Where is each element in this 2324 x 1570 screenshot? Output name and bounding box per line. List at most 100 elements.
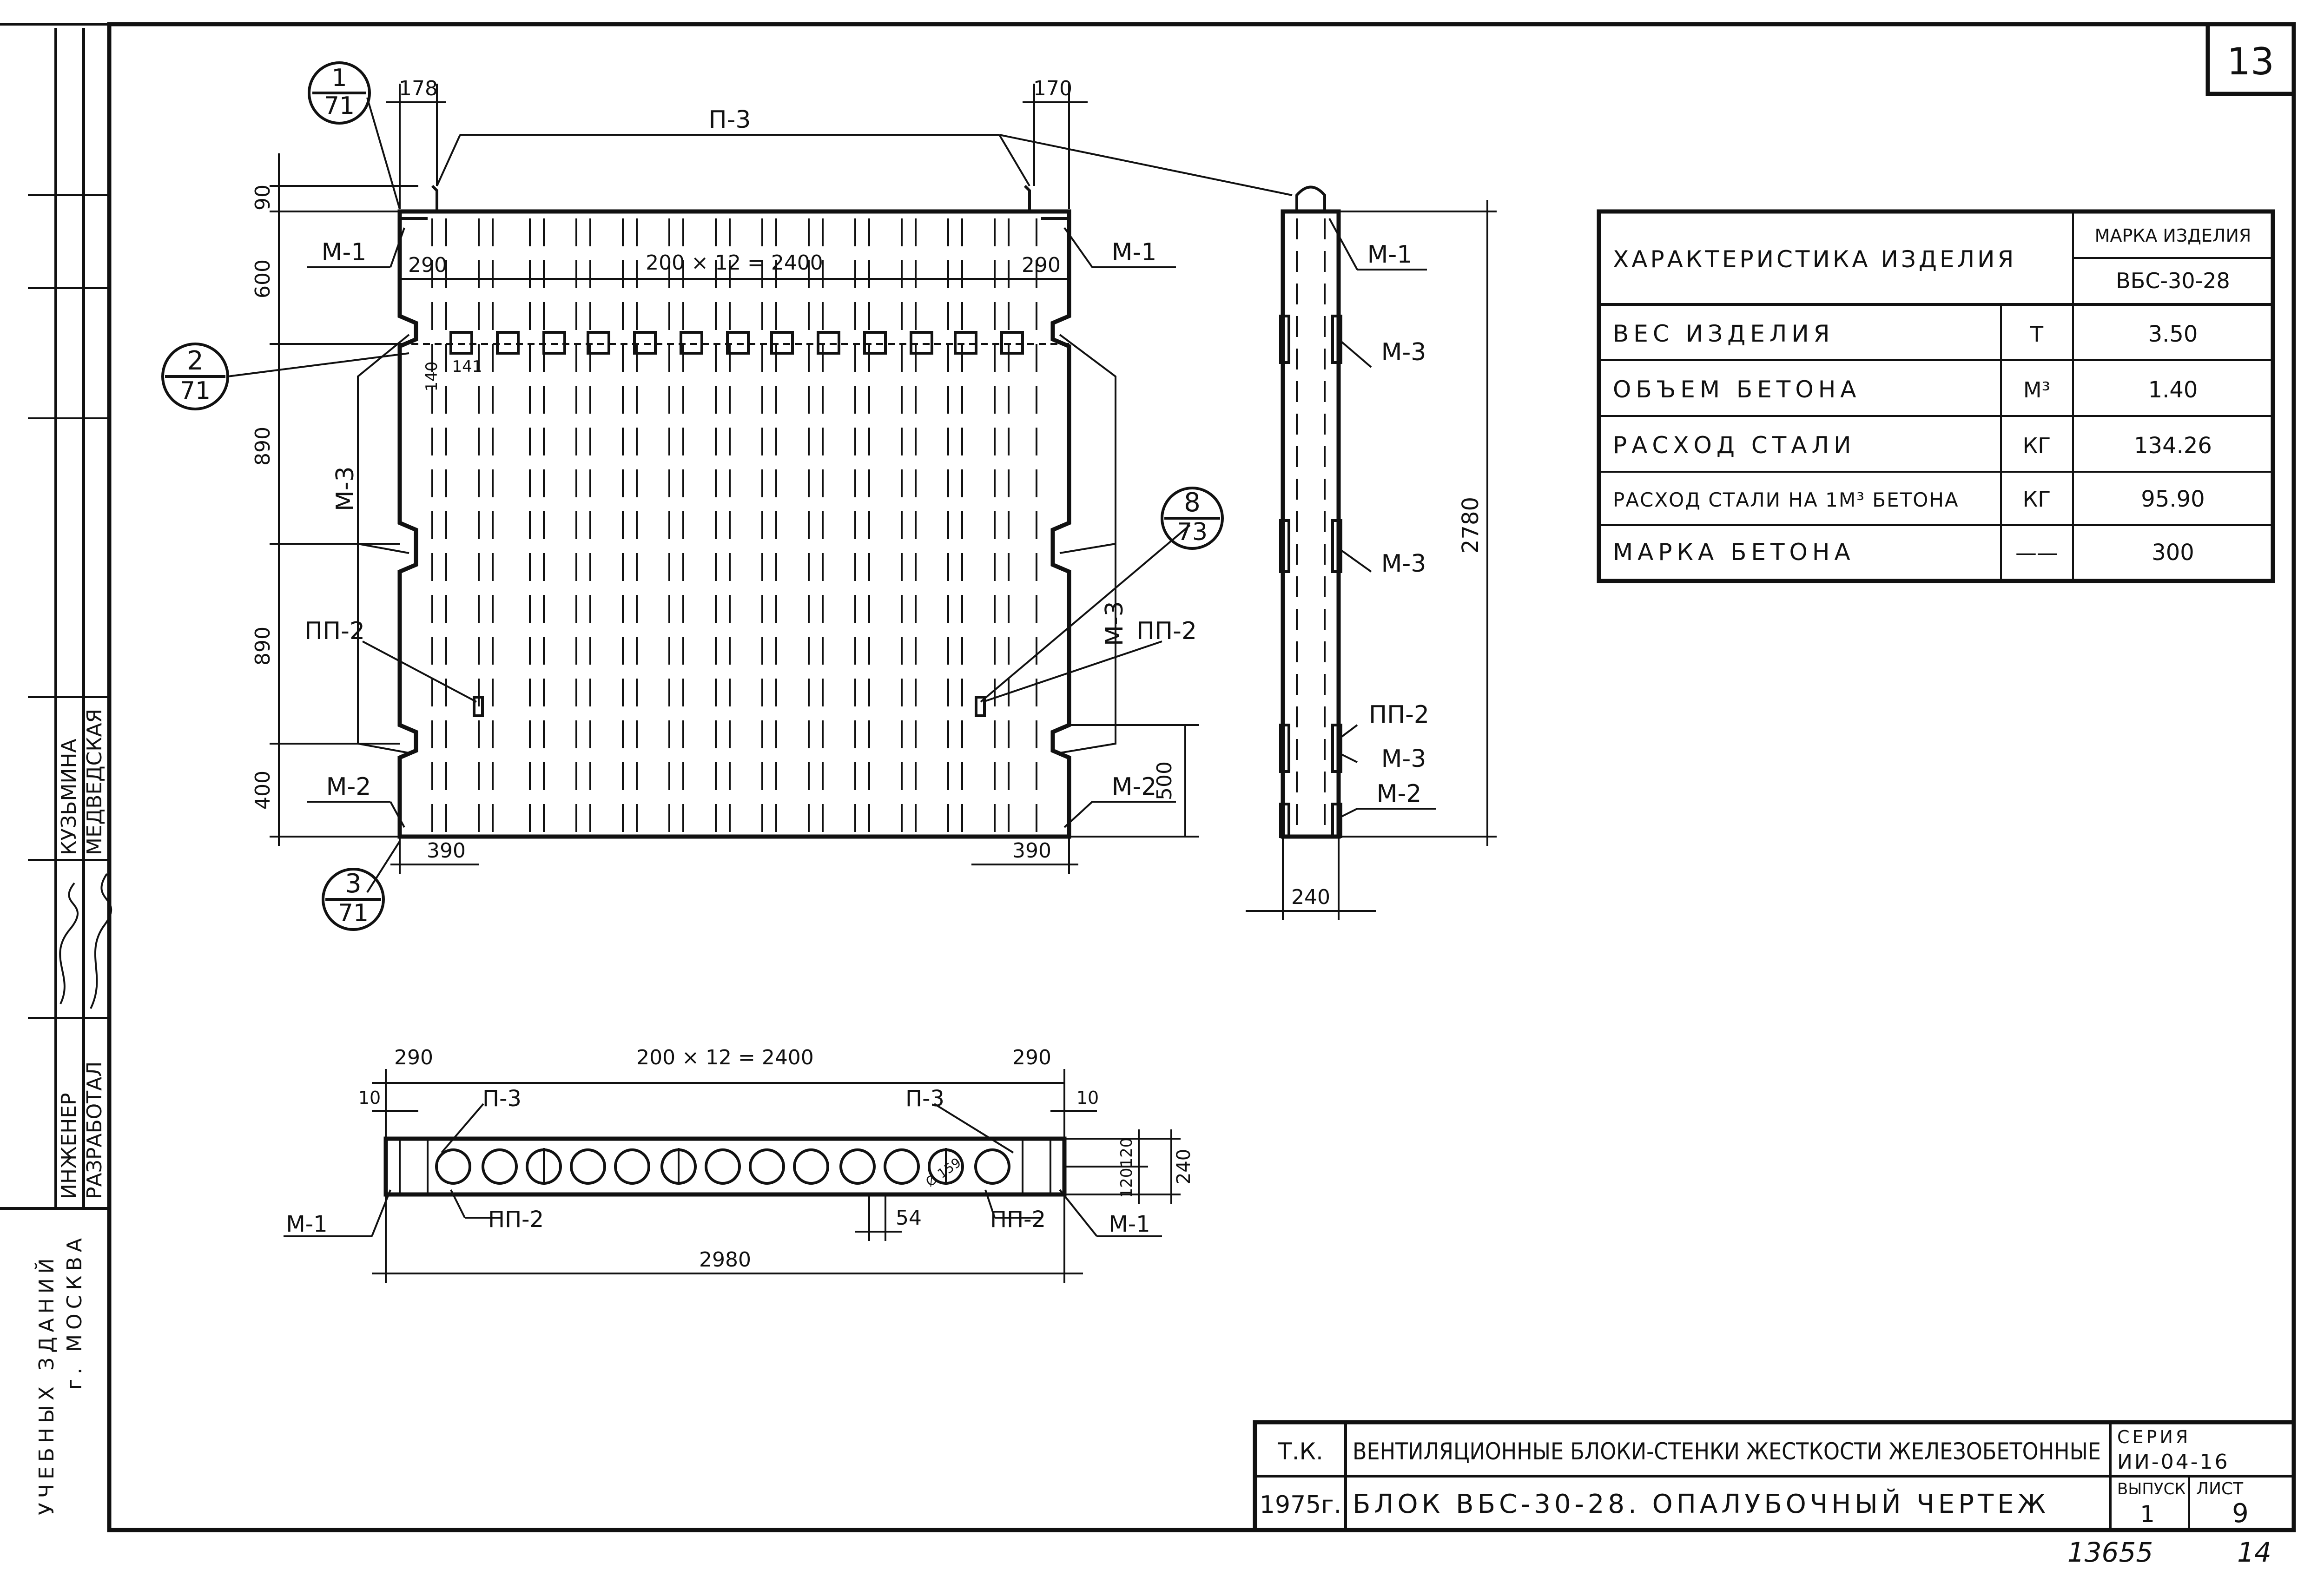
spec-row-value: 134.26	[2134, 433, 2212, 459]
plan-view: П-3 П-3 М-1 М-1 ПП-2 ПП-2 Ø 159 290 200 …	[284, 1046, 1195, 1283]
title-tk: Т.К.	[1277, 1438, 1323, 1465]
spec-row-name: МАРКА БЕТОНА	[1613, 539, 1855, 566]
dim-890a: 890	[251, 427, 275, 466]
label-m1-left: М-1	[322, 238, 367, 266]
dashed-reinforcement	[431, 218, 1037, 832]
spec-header: ХАРАКТЕРИСТИКА ИЗДЕЛИЯ	[1613, 246, 2016, 273]
pp2-plate-right	[975, 696, 986, 717]
plan-dim-120-top: 120	[1117, 1138, 1136, 1168]
plan-label-m1-right: М-1	[1109, 1211, 1150, 1237]
spec-row-unit: КГ	[2023, 487, 2051, 512]
square-openings	[400, 331, 1069, 355]
plan-label-p3-right: П-3	[905, 1086, 944, 1112]
dim-390-left: 390	[427, 839, 466, 863]
plan-label-pp2-right: ПП-2	[990, 1207, 1046, 1233]
lifting-loop-left	[431, 185, 438, 211]
svg-text:71: 71	[324, 92, 355, 120]
spec-row-value: 95.90	[2141, 486, 2205, 512]
plan-dim-120-bottom: 120	[1117, 1168, 1136, 1198]
signature-2	[90, 873, 112, 1009]
label-m1-right: М-1	[1112, 238, 1157, 266]
side-loop	[1295, 185, 1326, 211]
archive-number: 13655	[2067, 1537, 2153, 1568]
spec-row-unit: Т	[2030, 322, 2044, 347]
side-view: М-1 М-3 М-3 ПП-2 М-3 М-2 2780 240	[1246, 185, 1497, 920]
spec-table: ХАРАКТЕРИСТИКА ИЗДЕЛИЯ МАРКА ИЗДЕЛИЯ ВБС…	[1597, 209, 2275, 583]
title-line1: ВЕНТИЛЯЦИОННЫЕ БЛОКИ-СТЕНКИ ЖЕСТКОСТИ ЖЕ…	[1353, 1438, 2101, 1465]
archive-page: 14	[2237, 1537, 2271, 1568]
series-label: СЕРИЯ	[2117, 1427, 2191, 1447]
sheet-frame	[0, 22, 2296, 1532]
svg-text:1: 1	[331, 64, 347, 92]
plan-dim-240: 240	[1173, 1149, 1195, 1184]
title-line2: БЛОК ВБС-30-28. ОПАЛУБОЧНЫЙ ЧЕРТЕЖ	[1353, 1489, 2049, 1519]
label-m2-left: М-2	[326, 773, 371, 801]
callout-8-73: 8 73	[1161, 487, 1224, 550]
svg-text:71: 71	[180, 377, 211, 405]
lifting-loop-right	[1023, 185, 1031, 211]
dim-pitch: 200 × 12 = 2400	[646, 251, 823, 275]
svg-text:8: 8	[1184, 488, 1201, 518]
spec-row-unit: ——	[2015, 540, 2058, 565]
spec-row-unit: КГ	[2023, 433, 2051, 458]
dim-170: 170	[1033, 77, 1072, 100]
plan-dim-10-left: 10	[358, 1088, 381, 1108]
plan-label-m1-left: М-1	[286, 1211, 327, 1237]
plan-dim-total: 2980	[699, 1248, 751, 1272]
svg-text:3: 3	[345, 869, 362, 899]
plan-label-p3-left: П-3	[482, 1086, 522, 1112]
plan-label-pp2-left: ПП-2	[488, 1207, 544, 1233]
org-text: УЧЕБНЫХ ЗДАНИЙ	[34, 1253, 59, 1515]
side-label-m3b: М-3	[1381, 550, 1426, 578]
dim-500: 500	[1153, 761, 1176, 800]
role-engineer: ИНЖЕНЕР	[57, 1093, 81, 1199]
dim-290-right: 290	[1022, 253, 1061, 277]
dim-90: 90	[251, 185, 275, 211]
front-leaders	[227, 97, 1293, 893]
dim-890b: 890	[251, 627, 275, 666]
label-pp2-right: ПП-2	[1136, 617, 1197, 645]
pp2-plate-left	[473, 696, 484, 717]
svg-text:73: 73	[1177, 518, 1208, 546]
panel-outline	[397, 209, 1071, 839]
left-strip: ИНЖЕНЕР РАЗРАБОТАЛ КУЗЬМИНА МЕДВЕДСКАЯ У…	[34, 709, 112, 1515]
callout-3-71: 3 71	[322, 868, 385, 931]
label-p3: П-3	[709, 106, 751, 134]
dim-178: 178	[399, 77, 438, 100]
spec-row-value: 3.50	[2148, 321, 2198, 347]
dim-290-left: 290	[408, 253, 447, 277]
svg-text:2: 2	[187, 346, 204, 376]
name-medvedskaya: МЕДВЕДСКАЯ	[83, 709, 106, 855]
dim-2780: 2780	[1458, 497, 1484, 554]
issue-label: ВЫПУСК	[2117, 1480, 2186, 1498]
sheet-number: 13	[2227, 40, 2274, 83]
spec-row-value: 1.40	[2148, 377, 2198, 403]
role-developed: РАЗРАБОТАЛ	[83, 1062, 106, 1199]
label-pp2-left: ПП-2	[304, 617, 365, 645]
spec-row-name: ОБЪЕМ БЕТОНА	[1613, 376, 1861, 403]
name-kuzmina: КУЗЬМИНА	[57, 739, 81, 855]
side-label-m3a: М-3	[1381, 338, 1426, 366]
series-value: ИИ-04-16	[2117, 1450, 2230, 1474]
dim-400: 400	[251, 771, 275, 810]
dim-390-right: 390	[1012, 839, 1051, 863]
side-label-m3c: М-3	[1381, 745, 1426, 773]
plan-dim-290-left: 290	[394, 1046, 433, 1069]
issue-value: 1	[2140, 1501, 2155, 1528]
signature-1	[59, 882, 79, 1004]
plan-dim-290-right: 290	[1012, 1046, 1051, 1069]
spec-mark-value: ВБС-30-28	[2116, 268, 2230, 293]
side-label-m2: М-2	[1377, 780, 1422, 808]
dim-140: 140	[423, 362, 441, 392]
plan-holes	[435, 1148, 1010, 1185]
spec-row-value: 300	[2152, 540, 2194, 566]
label-m3-right: М-3	[1101, 601, 1129, 646]
side-label-m1: М-1	[1367, 241, 1413, 269]
title-block: Т.К. 1975г. ВЕНТИЛЯЦИОННЫЕ БЛОКИ-СТЕНКИ …	[1253, 1420, 2296, 1532]
front-view: П-3 М-1 М-1 М-2 М-2 М-3 М-3 ПП-2 ПП-2 17…	[227, 77, 1293, 893]
plan-dim-pitch: 200 × 12 = 2400	[636, 1046, 814, 1069]
callout-2-71: 2 71	[161, 343, 229, 410]
side-label-pp2: ПП-2	[1369, 701, 1429, 729]
city-text: г. МОСКВА	[63, 1234, 86, 1390]
